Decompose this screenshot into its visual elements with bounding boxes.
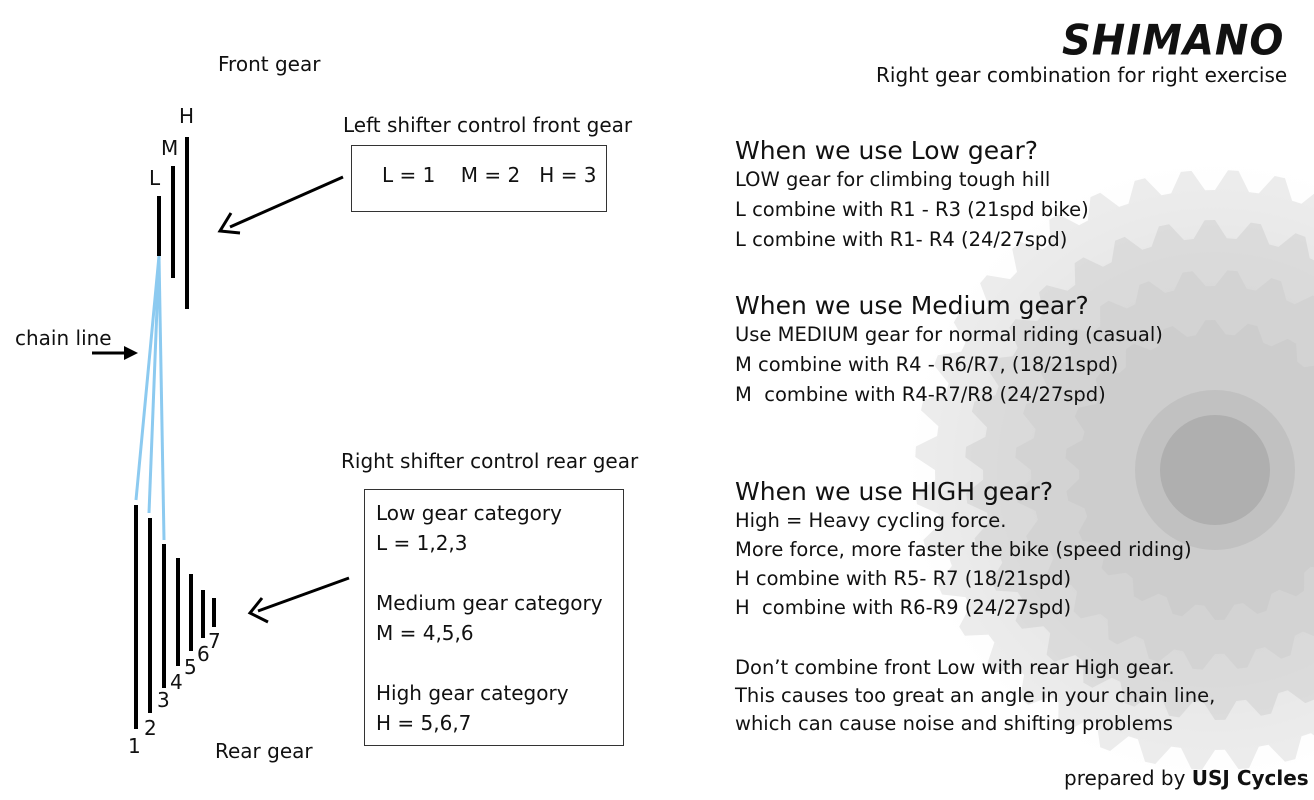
low-gear-line: LOW gear for climbing tough hill: [735, 168, 1051, 191]
low-category-name: Low gear category: [376, 501, 562, 525]
medium-gear-line: M combine with R4-R7/R8 (24/27spd): [735, 383, 1106, 406]
high-gear-line: High = Heavy cycling force.: [735, 509, 1007, 532]
tagline: Right gear combination for right exercis…: [876, 63, 1288, 87]
warning-line: which can cause noise and shifting probl…: [735, 712, 1173, 735]
low-gear-section: When we use Low gear? LOW gear for climb…: [735, 136, 1089, 255]
rear-cog-label-3: 3: [157, 688, 170, 712]
medium-gear-heading: When we use Medium gear?: [735, 291, 1089, 320]
warning-line: Don’t combine front Low with rear High g…: [735, 656, 1175, 679]
rear-cog-label-6: 6: [197, 642, 210, 666]
credit: prepared by USJ Cycles: [1064, 766, 1309, 790]
rear-cog-label-1: 1: [128, 734, 141, 758]
right-shifter-title: Right shifter control rear gear: [341, 449, 639, 473]
medium-category-value: M = 4,5,6: [376, 621, 474, 645]
chain-line-to-cog-2: [147, 255, 161, 514]
rear-cog-label-5: 5: [184, 655, 197, 679]
right-shifter-box: Low gear category L = 1,2,3 Medium gear …: [364, 489, 624, 746]
rear-cog-label-4: 4: [170, 670, 183, 694]
warning-line: This causes too great an angle in your c…: [735, 684, 1216, 707]
chain-line-to-cog-1: [134, 255, 161, 501]
chain-line-to-cog-3: [157, 255, 166, 541]
front-ring-label-high: H: [179, 104, 195, 128]
high-category-name: High gear category: [376, 681, 569, 705]
high-gear-line: H combine with R5- R7 (18/21spd): [735, 567, 1072, 590]
medium-gear-line: Use MEDIUM gear for normal riding (casua…: [735, 323, 1163, 346]
chain-line-arrow: [92, 346, 138, 360]
medium-category-name: Medium gear category: [376, 591, 603, 615]
high-gear-line: More force, more faster the bike (speed …: [735, 538, 1192, 561]
front-gear-title: Front gear: [218, 52, 321, 76]
medium-gear-section: When we use Medium gear? Use MEDIUM gear…: [735, 291, 1163, 410]
front-gear-arrow: [217, 175, 344, 235]
front-gear-mapping: L = 1 M = 2 H = 3: [382, 163, 597, 187]
left-shifter-title: Left shifter control front gear: [343, 113, 633, 137]
low-gear-line: L combine with R1 - R3 (21spd bike): [735, 198, 1089, 221]
left-shifter-box: L = 1 M = 2 H = 3: [351, 145, 607, 212]
warning-note: Don’t combine front Low with rear High g…: [735, 654, 1215, 738]
low-gear-heading: When we use Low gear?: [735, 136, 1039, 165]
high-gear-heading: When we use HIGH gear?: [735, 477, 1054, 506]
high-category-value: H = 5,6,7: [376, 711, 472, 735]
chain-line-label: chain line: [15, 326, 112, 350]
rear-cog-label-7: 7: [208, 629, 221, 653]
low-gear-line: L combine with R1- R4 (24/27spd): [735, 228, 1068, 251]
cassette-hole: [1160, 415, 1270, 525]
medium-gear-line: M combine with R4 - R6/R7, (18/21spd): [735, 353, 1119, 376]
rear-gear-arrow: [247, 576, 350, 624]
credit-name: USJ Cycles: [1191, 766, 1309, 790]
front-ring-label-low: L: [149, 166, 161, 190]
rear-cog-label-2: 2: [144, 716, 157, 740]
high-gear-line: H combine with R6-R9 (24/27spd): [735, 596, 1072, 619]
shimano-logo: SHIMANO: [1062, 16, 1285, 66]
credit-prefix: prepared by: [1064, 766, 1186, 790]
front-ring-label-medium: M: [161, 136, 179, 160]
low-category-value: L = 1,2,3: [376, 531, 468, 555]
rear-gear-title: Rear gear: [215, 739, 313, 763]
high-gear-section: When we use HIGH gear? High = Heavy cycl…: [735, 477, 1192, 622]
